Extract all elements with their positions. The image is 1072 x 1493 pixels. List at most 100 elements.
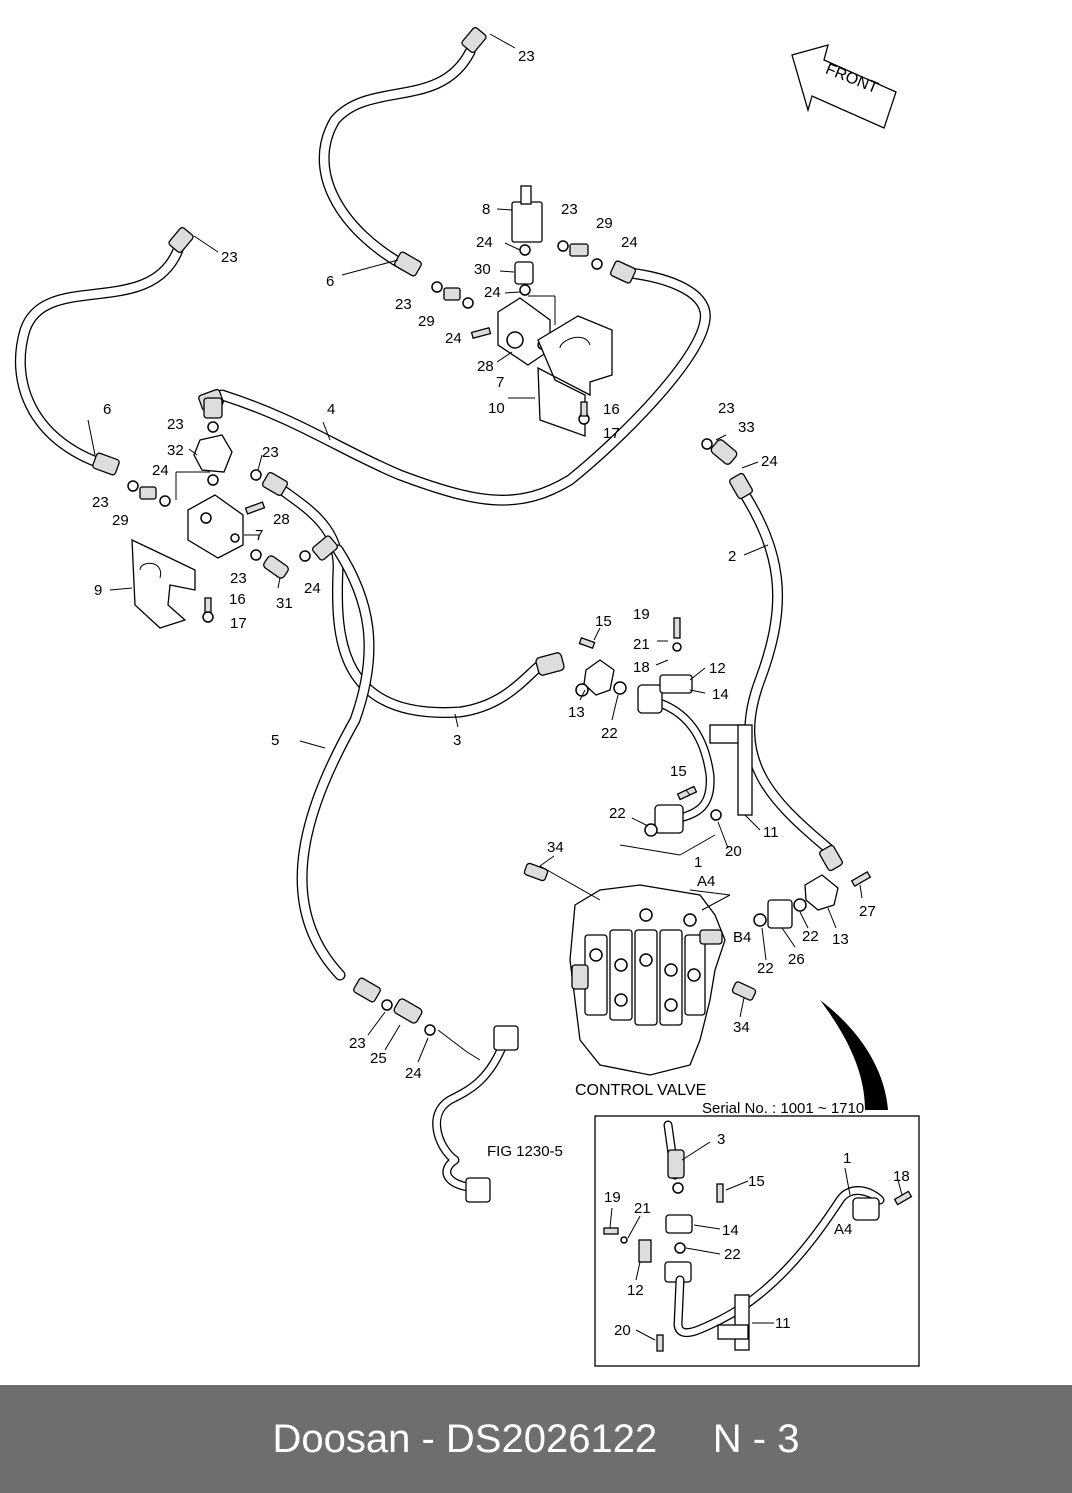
serial-label: Serial No. : 1001 ~ 1710 <box>702 1100 864 1117</box>
callout: 19 <box>604 1189 621 1206</box>
callout: 14 <box>712 686 729 703</box>
callout: 29 <box>112 512 129 529</box>
front-arrow: FRONT <box>791 44 897 129</box>
callout: 23 <box>518 48 535 65</box>
fittings-right <box>575 438 753 837</box>
callout: 34 <box>733 1019 750 1036</box>
callout: 13 <box>568 704 585 721</box>
callout: 24 <box>304 580 321 597</box>
callout: 15 <box>670 763 687 780</box>
callout: 6 <box>326 273 334 290</box>
valve-block-left <box>127 397 311 579</box>
callout: 12 <box>627 1282 644 1299</box>
callout: 2 <box>728 548 736 565</box>
inset-box <box>594 1115 920 1367</box>
callout: 17 <box>230 615 247 632</box>
callout: 15 <box>748 1173 765 1190</box>
port-label: B4 <box>733 929 751 946</box>
callout: 28 <box>273 511 290 528</box>
callout: 24 <box>445 330 462 347</box>
hose-3 <box>279 486 551 719</box>
pipe-1 <box>645 695 715 825</box>
flange-b4 <box>753 871 872 929</box>
callout: 26 <box>788 951 805 968</box>
callout: 20 <box>725 843 742 860</box>
callout: 28 <box>477 358 494 375</box>
callout: 33 <box>738 419 755 436</box>
callout: 24 <box>152 462 169 479</box>
callout: 32 <box>167 442 184 459</box>
callout: 4 <box>327 401 335 418</box>
callout: 23 <box>561 201 578 218</box>
hose-6-left <box>14 244 184 471</box>
callout: 27 <box>859 903 876 920</box>
callout: 1 <box>694 854 702 871</box>
callout: 21 <box>633 636 650 653</box>
callout: 22 <box>601 725 618 742</box>
callout: 3 <box>453 732 461 749</box>
callout: 22 <box>609 805 626 822</box>
inset-arrow <box>820 1000 888 1110</box>
callout: 29 <box>418 313 435 330</box>
callout: 1 <box>843 1150 851 1167</box>
port-label: A4 <box>697 873 715 890</box>
callout: 23 <box>349 1035 366 1052</box>
callout: 23 <box>395 296 412 313</box>
callout: 22 <box>724 1246 741 1263</box>
callout: 31 <box>276 595 293 612</box>
callout: 21 <box>634 1200 651 1217</box>
callout: 23 <box>718 400 735 417</box>
callout: 24 <box>405 1065 422 1082</box>
callout: 24 <box>476 234 493 251</box>
callout: 23 <box>167 416 184 433</box>
footer-brand: Doosan <box>272 1416 411 1461</box>
parts-diagram: FRONT <box>14 27 920 1367</box>
callout: 23 <box>221 249 238 266</box>
callout: 18 <box>893 1168 910 1185</box>
callout: 29 <box>596 215 613 232</box>
hose-fittings <box>92 27 843 1003</box>
valve-block-upper <box>431 185 603 366</box>
fig-reference: FIG 1230-5 <box>487 1143 563 1160</box>
bracket-9 <box>131 538 214 629</box>
callout: 15 <box>595 613 612 630</box>
hose-2 <box>736 484 836 856</box>
callout: 24 <box>761 453 778 470</box>
control-valve-label: CONTROL VALVE <box>575 1082 706 1099</box>
callout: 23 <box>92 494 109 511</box>
callout: 3 <box>717 1131 725 1148</box>
callout: 20 <box>614 1322 631 1339</box>
callout: 6 <box>103 401 111 418</box>
callout: 34 <box>547 839 564 856</box>
bracket-10 <box>537 315 613 437</box>
leader-lines <box>87 33 903 1341</box>
callout: 5 <box>271 732 279 749</box>
hose-5 <box>296 544 375 981</box>
hose-4 <box>216 266 711 506</box>
callout: 22 <box>757 960 774 977</box>
callout: 18 <box>633 659 650 676</box>
callout: 30 <box>474 261 491 278</box>
callout: 8 <box>482 201 490 218</box>
callout: 25 <box>370 1050 387 1067</box>
footer-spacer <box>657 1417 713 1462</box>
callout: 10 <box>488 400 505 417</box>
callout: 14 <box>722 1222 739 1239</box>
callout: 24 <box>621 234 638 251</box>
pipe-fig1230 <box>432 1025 519 1203</box>
footer-part-number: DS2026122 <box>445 1416 658 1461</box>
callout-labels: 23 23 8 23 29 24 24 30 24 6 23 29 24 28 … <box>92 48 910 1339</box>
callout: 13 <box>832 931 849 948</box>
fittings-bottom <box>381 998 436 1036</box>
hose-6-top <box>318 46 476 272</box>
footer-bar: Doosan - DS2026122 N - 3 <box>0 1385 1072 1493</box>
footer-separator: - <box>410 1416 446 1461</box>
callout: 12 <box>709 660 726 677</box>
control-valve <box>523 862 757 1076</box>
port-label: A4 <box>834 1221 852 1238</box>
callout: 11 <box>763 824 779 841</box>
callout: 23 <box>230 570 247 587</box>
callout: 7 <box>255 527 263 544</box>
callout: 9 <box>94 582 102 599</box>
callout: 7 <box>496 374 504 391</box>
